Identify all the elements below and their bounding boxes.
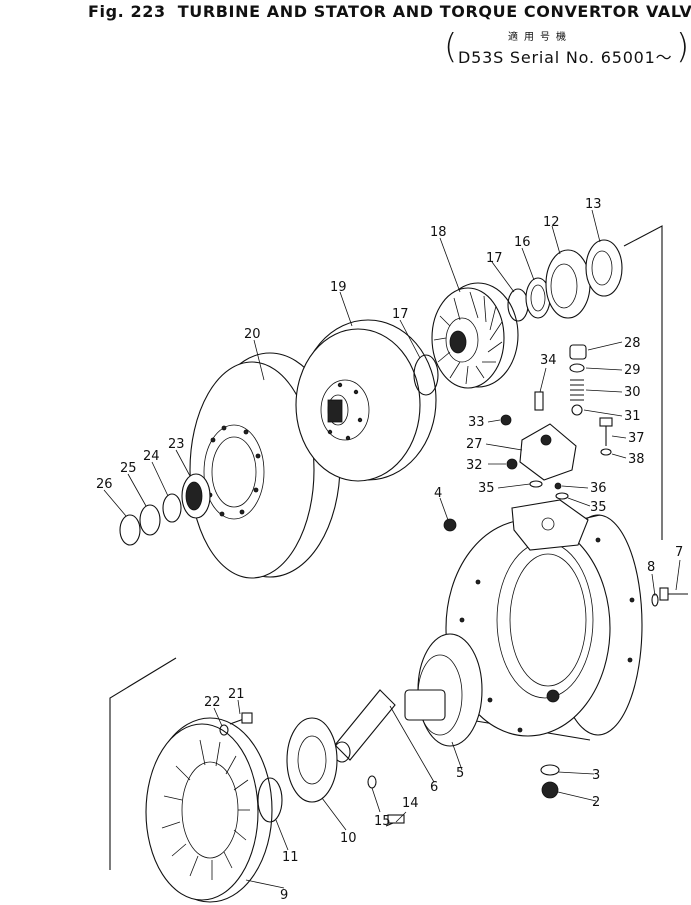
part-38-washer <box>600 448 612 456</box>
callout-label: 35 <box>590 500 607 515</box>
part-14-bolt <box>385 814 405 827</box>
leader-lines <box>103 209 681 889</box>
callout-label: 33 <box>468 415 485 430</box>
part-10-plate <box>286 717 338 803</box>
part-29-ring <box>569 363 585 373</box>
figure-title-text: TURBINE AND STATOR AND TORQUE CONVERTOR … <box>177 2 691 21</box>
bracket-lines <box>109 225 663 870</box>
callout-label: 9 <box>280 888 288 903</box>
callout-label: 18 <box>430 225 447 240</box>
part-36-ball <box>554 482 562 490</box>
callout-label: 8 <box>647 560 655 575</box>
part-34-pin <box>534 391 544 411</box>
part-32-plug <box>506 458 518 470</box>
callout-label: 30 <box>624 385 641 400</box>
callout-labels: 2 3 4 5 6 7 8 9 10 11 12 13 14 15 16 16 … <box>96 197 683 903</box>
callout-label: 37 <box>628 431 645 446</box>
callout-label: 28 <box>624 336 641 351</box>
part-3-washer <box>540 764 560 776</box>
callout-label: 36 <box>590 481 607 496</box>
callout-label: 5 <box>456 766 464 781</box>
callout-label: 12 <box>543 215 560 230</box>
part-15-washer <box>367 775 377 789</box>
callout-label: 3 <box>592 768 600 783</box>
callout-label: 13 <box>585 197 602 212</box>
callout-label: 17 <box>486 251 503 266</box>
callout-label: 21 <box>228 687 245 702</box>
callout-label: 24 <box>143 449 160 464</box>
callout-label: 27 <box>466 437 483 452</box>
part-9-pump <box>145 717 273 903</box>
callout-label: 25 <box>120 461 137 476</box>
callout-label: 7 <box>675 545 683 560</box>
callout-label: 20 <box>244 327 261 342</box>
callout-label: 35 <box>478 481 495 496</box>
callout-label: 11 <box>282 850 299 865</box>
part-19-turbine <box>295 319 437 482</box>
part-26-ring <box>119 514 141 546</box>
part-17-snap-ring-a <box>413 354 439 396</box>
part-24-ring <box>162 493 182 523</box>
figure-title: Fig. 223 TURBINE AND STATOR AND TORQUE CO… <box>88 2 691 21</box>
part-28-plug <box>569 344 587 360</box>
callout-label: 14 <box>402 796 419 811</box>
callout-label: 4 <box>434 486 442 501</box>
callout-label: 26 <box>96 477 113 492</box>
part-30-spring <box>570 379 584 401</box>
part-31-ball <box>571 404 583 416</box>
part-23-bearing <box>181 473 211 519</box>
part-5-gear-carrier <box>404 633 483 747</box>
part-18-stator <box>431 282 519 389</box>
part-2-plug <box>541 781 559 799</box>
callout-label: 2 <box>592 795 600 810</box>
callout-label: 16 <box>514 235 531 250</box>
part-25-ring <box>139 504 161 536</box>
part-4-plug <box>443 518 457 532</box>
callout-label: 19 <box>330 280 347 295</box>
callout-label: 31 <box>624 409 641 424</box>
part-1-housing <box>445 499 643 741</box>
callout-label: 10 <box>340 831 357 846</box>
callout-label: 38 <box>628 452 645 467</box>
applicability-label: 適用号機 <box>508 32 572 43</box>
callout-label: 22 <box>204 695 221 710</box>
part-7-bolt <box>659 587 688 601</box>
part-35-oring-b <box>555 492 569 500</box>
callout-label: 15 <box>374 814 391 829</box>
part-11-ring <box>257 777 283 823</box>
part-27-valve-body <box>519 423 577 481</box>
left-paren: ( <box>444 27 458 67</box>
part-21-bolt <box>229 712 253 725</box>
part-6-sleeve <box>333 689 396 763</box>
callout-label: 29 <box>624 363 641 378</box>
callout-label: 6 <box>430 780 438 795</box>
callout-label: 34 <box>540 353 557 368</box>
callout-label: 32 <box>466 458 483 473</box>
callout-label: 17 <box>392 307 409 322</box>
serial-number-text: D53S Serial No. 65001～ <box>458 48 673 67</box>
part-37-bolt <box>599 417 613 446</box>
part-35-oring-a <box>529 480 543 488</box>
part-22-washer <box>219 724 229 736</box>
figure-number: Fig. 223 <box>88 2 166 21</box>
right-paren: ) <box>676 27 690 67</box>
callout-label: 23 <box>168 437 185 452</box>
part-33-plug <box>500 414 512 426</box>
part-12-carrier <box>545 249 591 319</box>
part-13-bearing <box>585 239 623 297</box>
serial-applicability: ( 適用号機 D53S Serial No. 65001～ ) <box>444 26 690 70</box>
